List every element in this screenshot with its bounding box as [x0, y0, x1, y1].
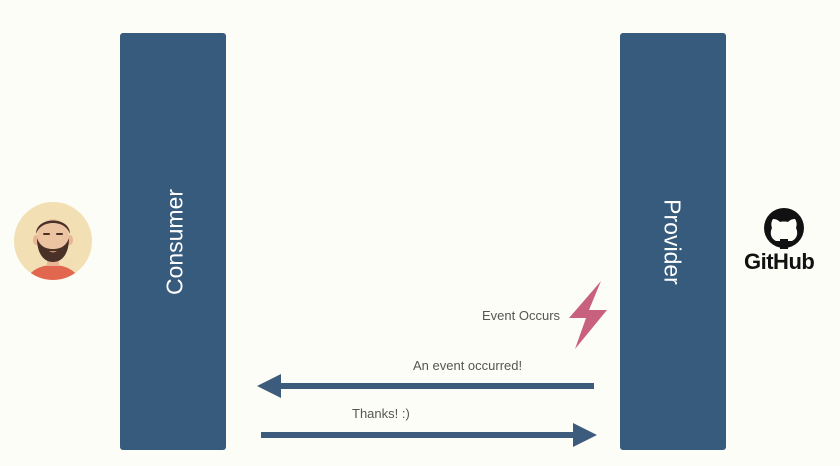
provider-lane — [620, 33, 726, 450]
lightning-bolt-icon — [569, 281, 607, 349]
github-logo-icon — [764, 208, 804, 249]
consumer-lane — [120, 33, 226, 450]
message-label-thanks: Thanks! :) — [352, 406, 410, 421]
message-arrow-to-consumer — [257, 374, 594, 398]
bearded-person-avatar-icon — [14, 202, 92, 280]
github-wordmark: GitHub — [744, 249, 815, 274]
message-arrow-to-provider — [261, 423, 597, 447]
message-label-event-occurred: An event occurred! — [413, 358, 523, 373]
event-occurs-label: Event Occurs — [482, 308, 561, 323]
